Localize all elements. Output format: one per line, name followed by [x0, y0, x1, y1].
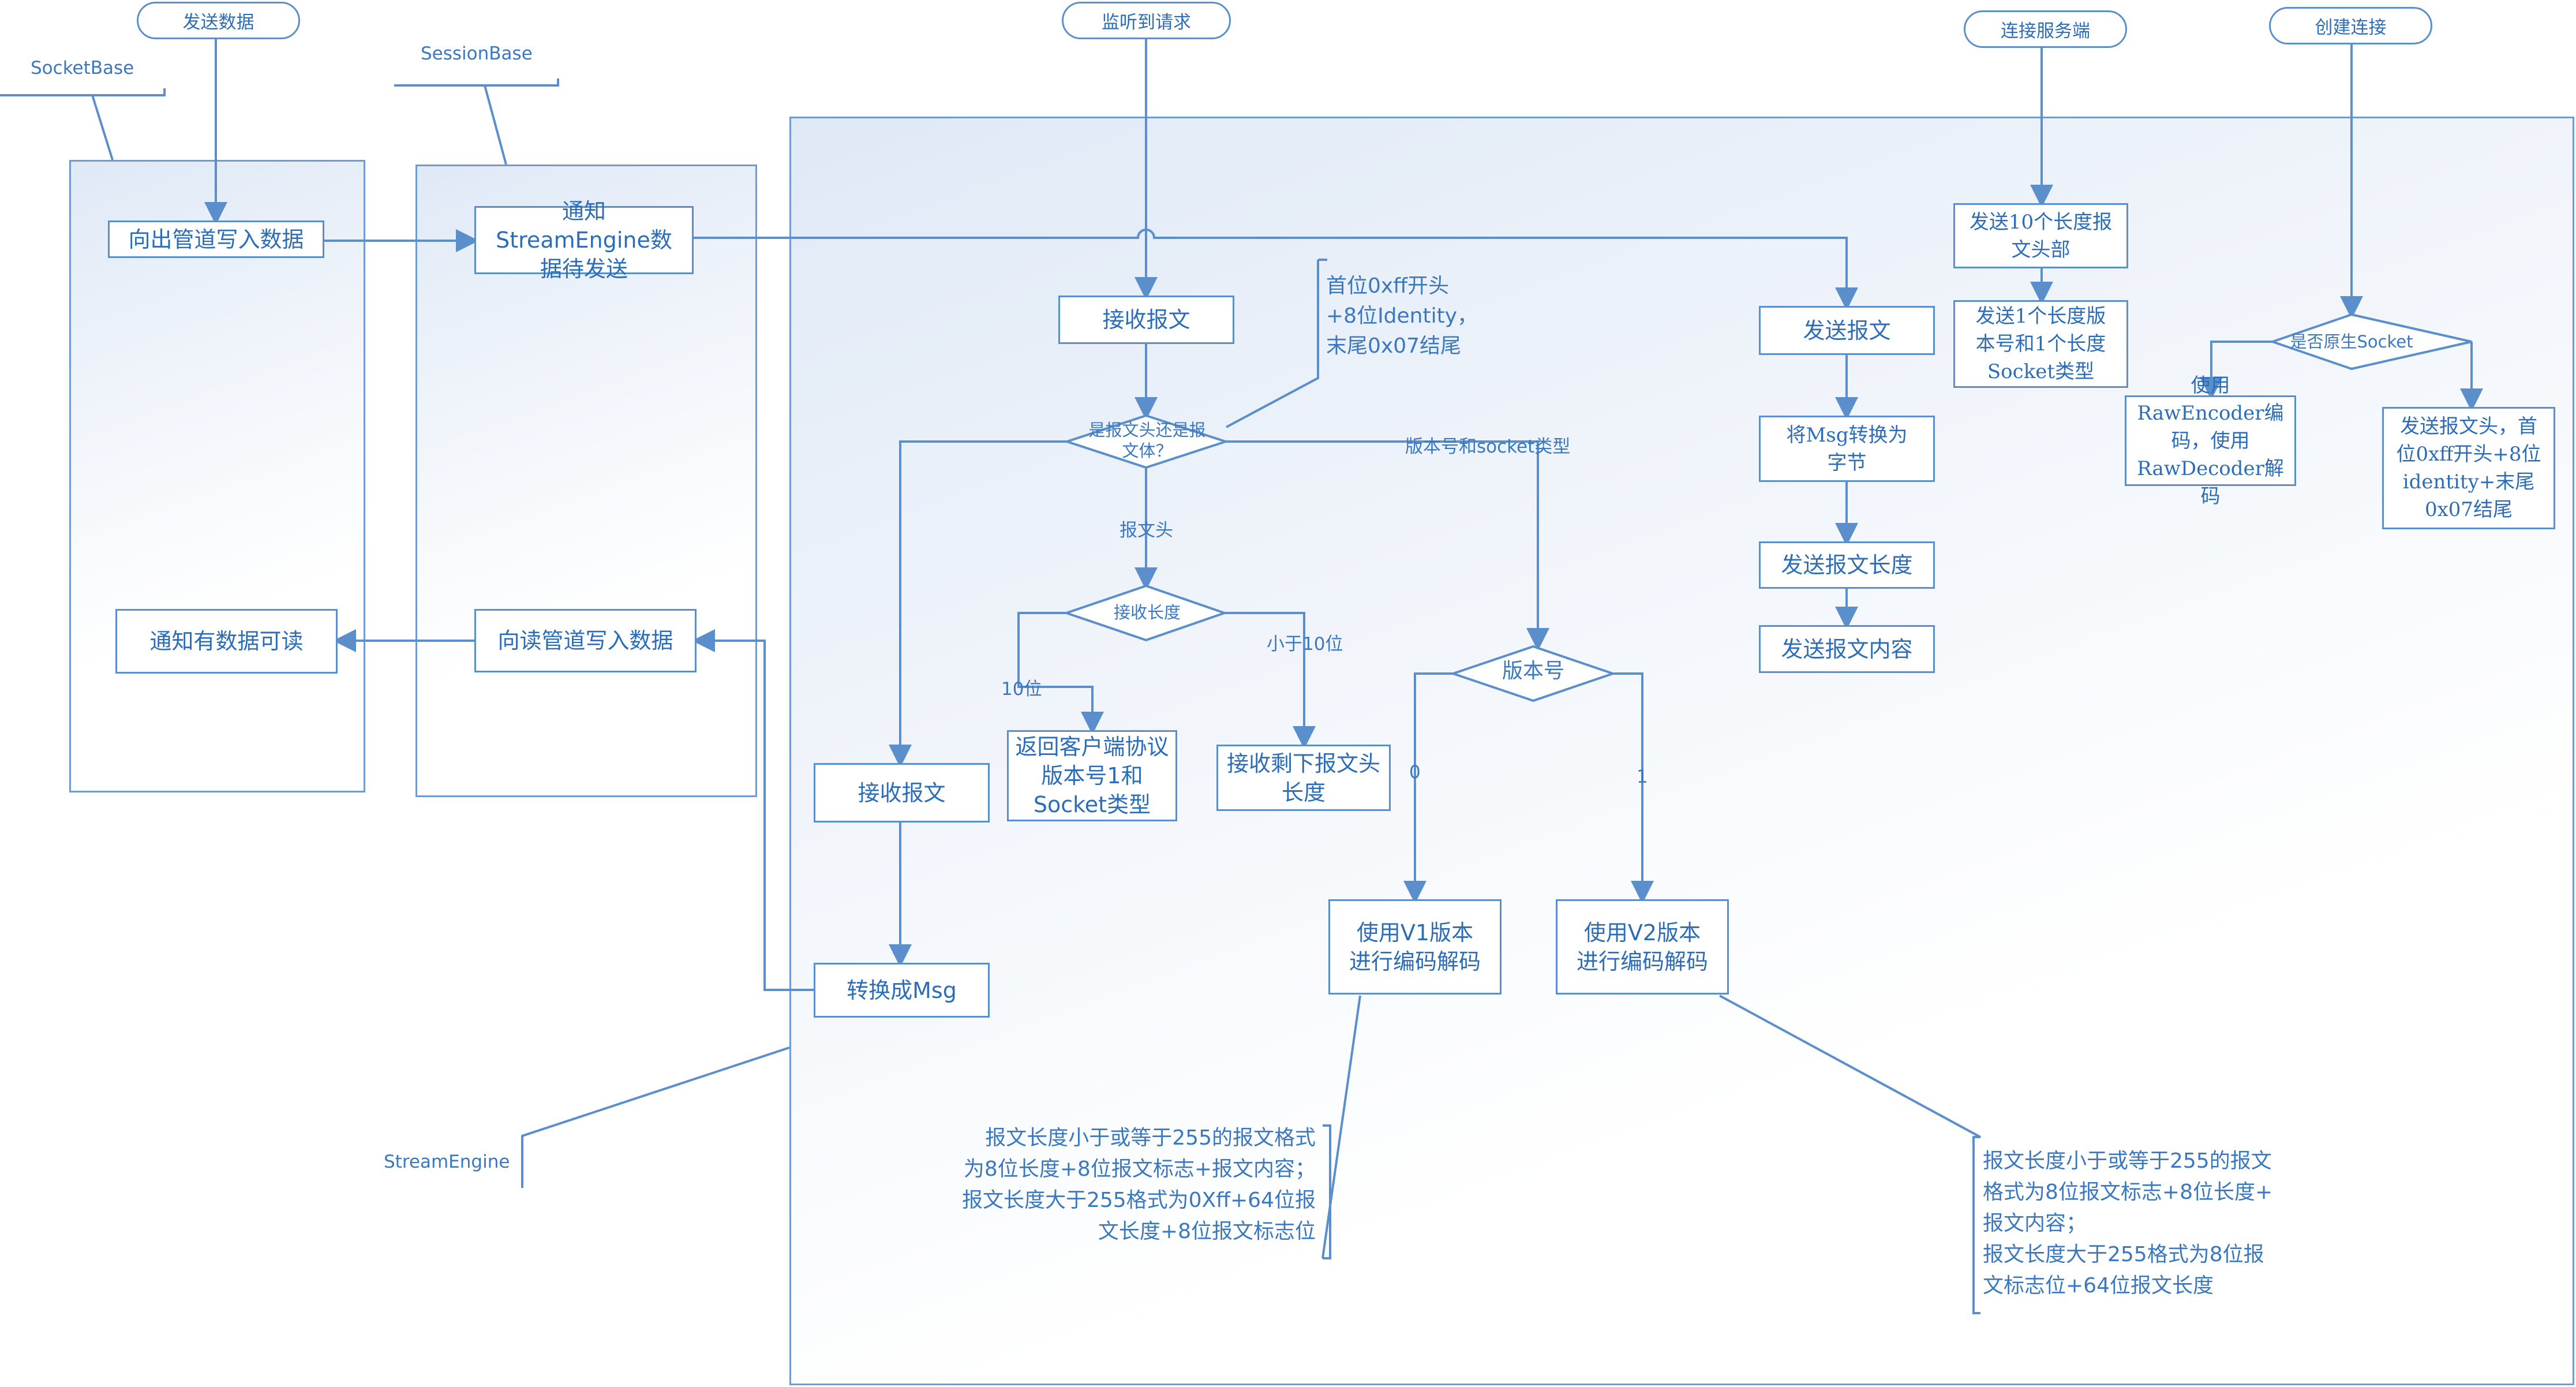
recv-length-label: 接收长度 — [1113, 603, 1181, 622]
edge-one-label: 1 — [1637, 767, 1648, 787]
send-header-identity-box: 发送报文头，首位0xff开头+8位identity+末尾0x07结尾 — [2382, 407, 2555, 529]
write-in-pipe-box: 向读管道写入数据 — [474, 609, 697, 672]
socketbase-label: SocketBase — [31, 58, 134, 78]
v1-format-note: 报文长度小于或等于255的报文格式 为8位长度+8位报文标志+报文内容； 报文长… — [961, 1126, 1316, 1243]
use-v2-box: 使用V2版本进行编码解码 — [1556, 899, 1729, 995]
decision-version — [1449, 645, 1617, 702]
version-label: 版本号 — [1502, 659, 1564, 683]
socketbase-panel — [69, 160, 365, 792]
v2-format-note: 报文长度小于或等于255的报文 格式为8位报文标志+8位长度+ 报文内容； 报文… — [1983, 1149, 2273, 1298]
to-msg-box: 转换成Msg — [814, 963, 990, 1018]
recv-msg-top-box: 接收报文 — [1058, 296, 1234, 344]
start-send-data: 发送数据 — [137, 2, 300, 39]
start-create-conn: 创建连接 — [2269, 7, 2432, 44]
start-listen: 监听到请求 — [1062, 2, 1231, 39]
header-format-note: 首位0xff开头 +8位Identity， 末尾0x07结尾 — [1326, 274, 1478, 358]
send-1-version-box: 发送1个长度版本号和1个长度Socket类型 — [1953, 300, 2128, 388]
use-raw-box: 使用RawEncoder编码，使用RawDecoder解码 — [2125, 374, 2296, 508]
streamengine-label: StreamEngine — [384, 1152, 510, 1172]
msg-to-bytes-box: 将Msg转换为字节 — [1759, 416, 1935, 482]
decision-is-header — [1063, 414, 1230, 469]
use-v1-box: 使用V1版本进行编码解码 — [1328, 899, 1502, 995]
notify-engine-box: 通知StreamEngine数据待发送 — [474, 199, 694, 282]
decision-recv-length — [1062, 584, 1229, 642]
send-msg-box: 发送报文 — [1759, 306, 1935, 355]
send-content-box: 发送报文内容 — [1759, 625, 1935, 673]
decision-is-raw — [2268, 313, 2472, 371]
write-out-pipe-box: 向出管道写入数据 — [108, 220, 324, 258]
edge-zero-label: 0 — [1409, 762, 1421, 783]
edge-less-10-label: 小于10位 — [1267, 634, 1343, 655]
send-10-header-box: 发送10个长度报文头部 — [1953, 203, 2128, 268]
is-header-label: 是报文头还是报文体？ — [1088, 420, 1206, 461]
start-connect-server: 连接服务端 — [1964, 10, 2127, 48]
edge-header-label: 报文头 — [1119, 520, 1173, 541]
notify-readable-box: 通知有数据可读 — [115, 609, 338, 674]
recv-msg-left-box: 接收报文 — [814, 763, 990, 823]
is-raw-label: 是否原生Socket — [2290, 332, 2413, 352]
edge-version-socket-label: 版本号和socket类型 — [1405, 436, 1571, 457]
sessionbase-label: SessionBase — [421, 43, 533, 64]
send-len-box: 发送报文长度 — [1759, 541, 1935, 589]
recv-rest-box: 接收剩下报文头长度 — [1216, 745, 1391, 811]
edge-ten-bits-label: 10位 — [1001, 679, 1042, 700]
return-proto-box: 返回客户端协议版本号1和Socket类型 — [1007, 730, 1177, 821]
